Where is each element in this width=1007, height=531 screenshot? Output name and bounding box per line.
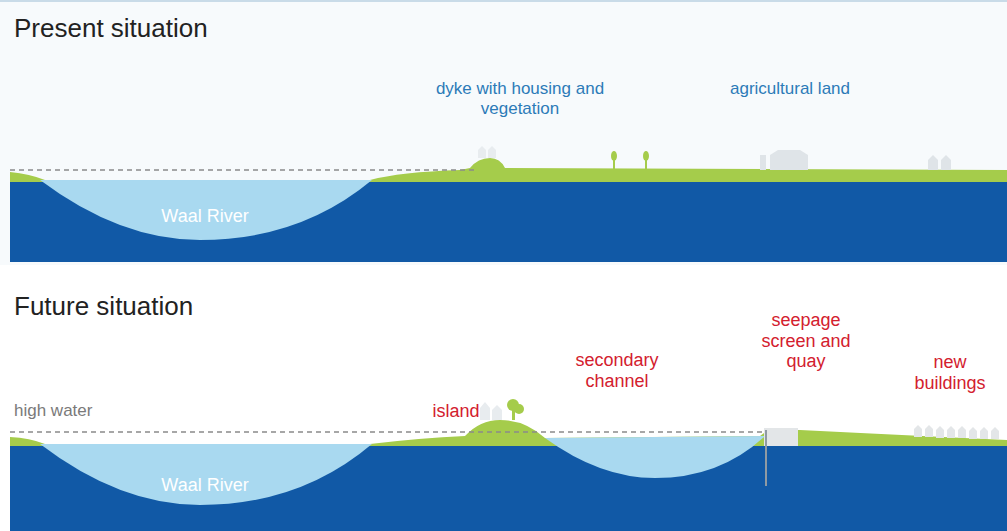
quay [764,428,798,446]
farm-buildings [760,150,951,170]
feature-label: island [411,401,501,422]
feature-label: agricultural land [720,79,860,99]
water-level-label: high water [14,401,154,421]
ground [10,420,1007,446]
water-level [10,169,478,171]
seepage-screen [765,430,767,486]
high-water-level [10,431,762,433]
trees [611,151,649,170]
feature-label: new buildings [900,352,1000,393]
secondary-channel [545,436,765,478]
island-houses [480,402,502,420]
river-basin [40,180,372,240]
deep-band [10,445,1007,531]
river-label: Waal River [135,206,275,227]
panel-heading: Present situation [14,14,334,44]
feature-label: secondary channel [552,350,682,391]
dyke-houses [478,146,496,158]
panel-heading: Future situation [14,292,334,322]
ground [10,158,1007,182]
bottom-panel [0,268,1007,531]
river-label: Waal River [135,475,275,496]
feature-label: seepage screen and quay [746,310,866,372]
island-tree [507,399,524,420]
feature-label: dyke with housing and vegetation [420,79,620,118]
top-panel [0,0,1007,265]
new-buildings [914,425,999,439]
river-basin [40,444,372,505]
